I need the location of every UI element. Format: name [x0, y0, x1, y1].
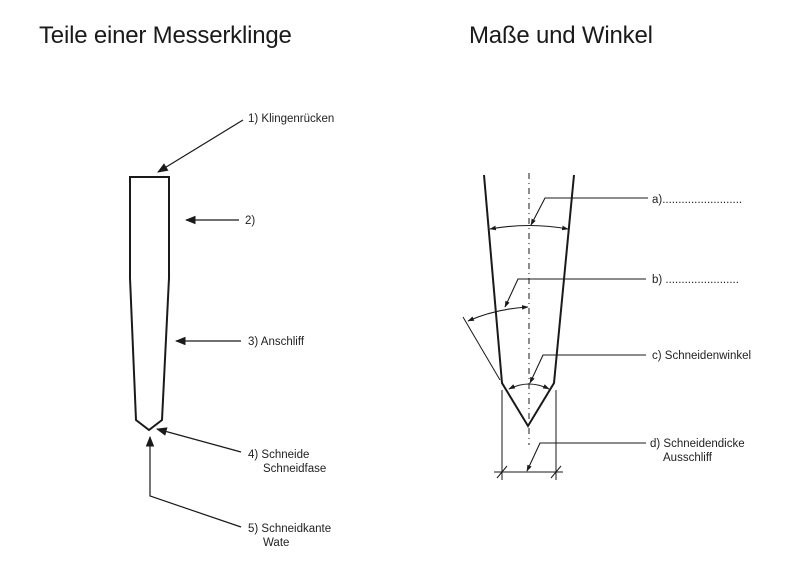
label-2: 2) [245, 215, 255, 227]
left-labels: 1) Klingenrücken 2) 3) Anschliff 4) Schn… [245, 113, 334, 549]
right-diagram-title: Maße und Winkel [469, 22, 653, 49]
angle-arcs [467, 224, 569, 390]
arrow-schneidkante [145, 435, 242, 528]
label-1: 1) Klingenrücken [248, 113, 334, 125]
angle-arc-a [489, 224, 569, 231]
arrow-schneide [155, 427, 242, 453]
arrow-klingenruecken [157, 119, 244, 173]
label-4: 4) Schneide Schneidfase [248, 449, 326, 475]
leader-c [529, 354, 646, 384]
label-3: 3) Anschliff [248, 336, 305, 348]
leader-a [530, 197, 648, 226]
blade-tip-profile [462, 173, 575, 480]
label-c: c) Schneidenwinkel [652, 350, 751, 362]
blade-cross-section [129, 176, 170, 432]
right-labels: a)......................... b) .........… [650, 194, 751, 464]
tick-right [550, 465, 562, 479]
left-leader-lines [145, 119, 244, 528]
leader-d [526, 442, 646, 472]
tick-left [496, 465, 508, 479]
leader-b [504, 278, 646, 308]
bevel-extension-line [462, 316, 501, 381]
angle-arc-b [467, 305, 529, 322]
label-d: d) Schneidendicke Ausschliff [650, 438, 748, 464]
angle-arc-c [508, 383, 550, 390]
label-b: b) ....................... [652, 274, 739, 286]
label-a: a)......................... [652, 194, 742, 206]
blade-outline [129, 176, 170, 432]
left-diagram-title: Teile einer Messerklinge [39, 22, 292, 49]
right-leader-lines [504, 197, 648, 472]
label-5: 5) Schneidkante Wate [248, 523, 334, 549]
